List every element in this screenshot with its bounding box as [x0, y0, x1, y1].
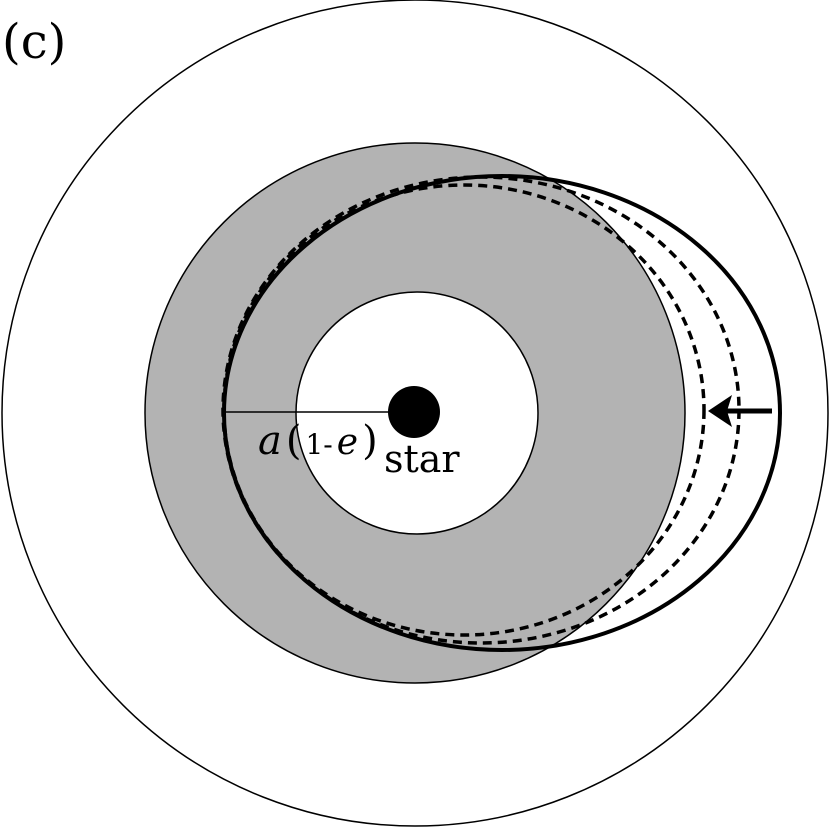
- star-dot: [388, 386, 440, 438]
- label-one-minus: 1-: [305, 428, 332, 461]
- label-open-paren: (: [286, 418, 302, 464]
- star-label: star: [384, 437, 460, 481]
- left-arrow-icon: [708, 395, 772, 427]
- panel-label: (c): [2, 14, 66, 70]
- solid-orbit: [222, 174, 782, 652]
- dashed-orbit-inner: [222, 183, 706, 637]
- label-close-paren: ): [362, 418, 378, 464]
- label-e: e: [337, 422, 358, 463]
- pericentre-label: a ( 1- e ): [258, 418, 378, 464]
- label-a: a: [258, 418, 282, 464]
